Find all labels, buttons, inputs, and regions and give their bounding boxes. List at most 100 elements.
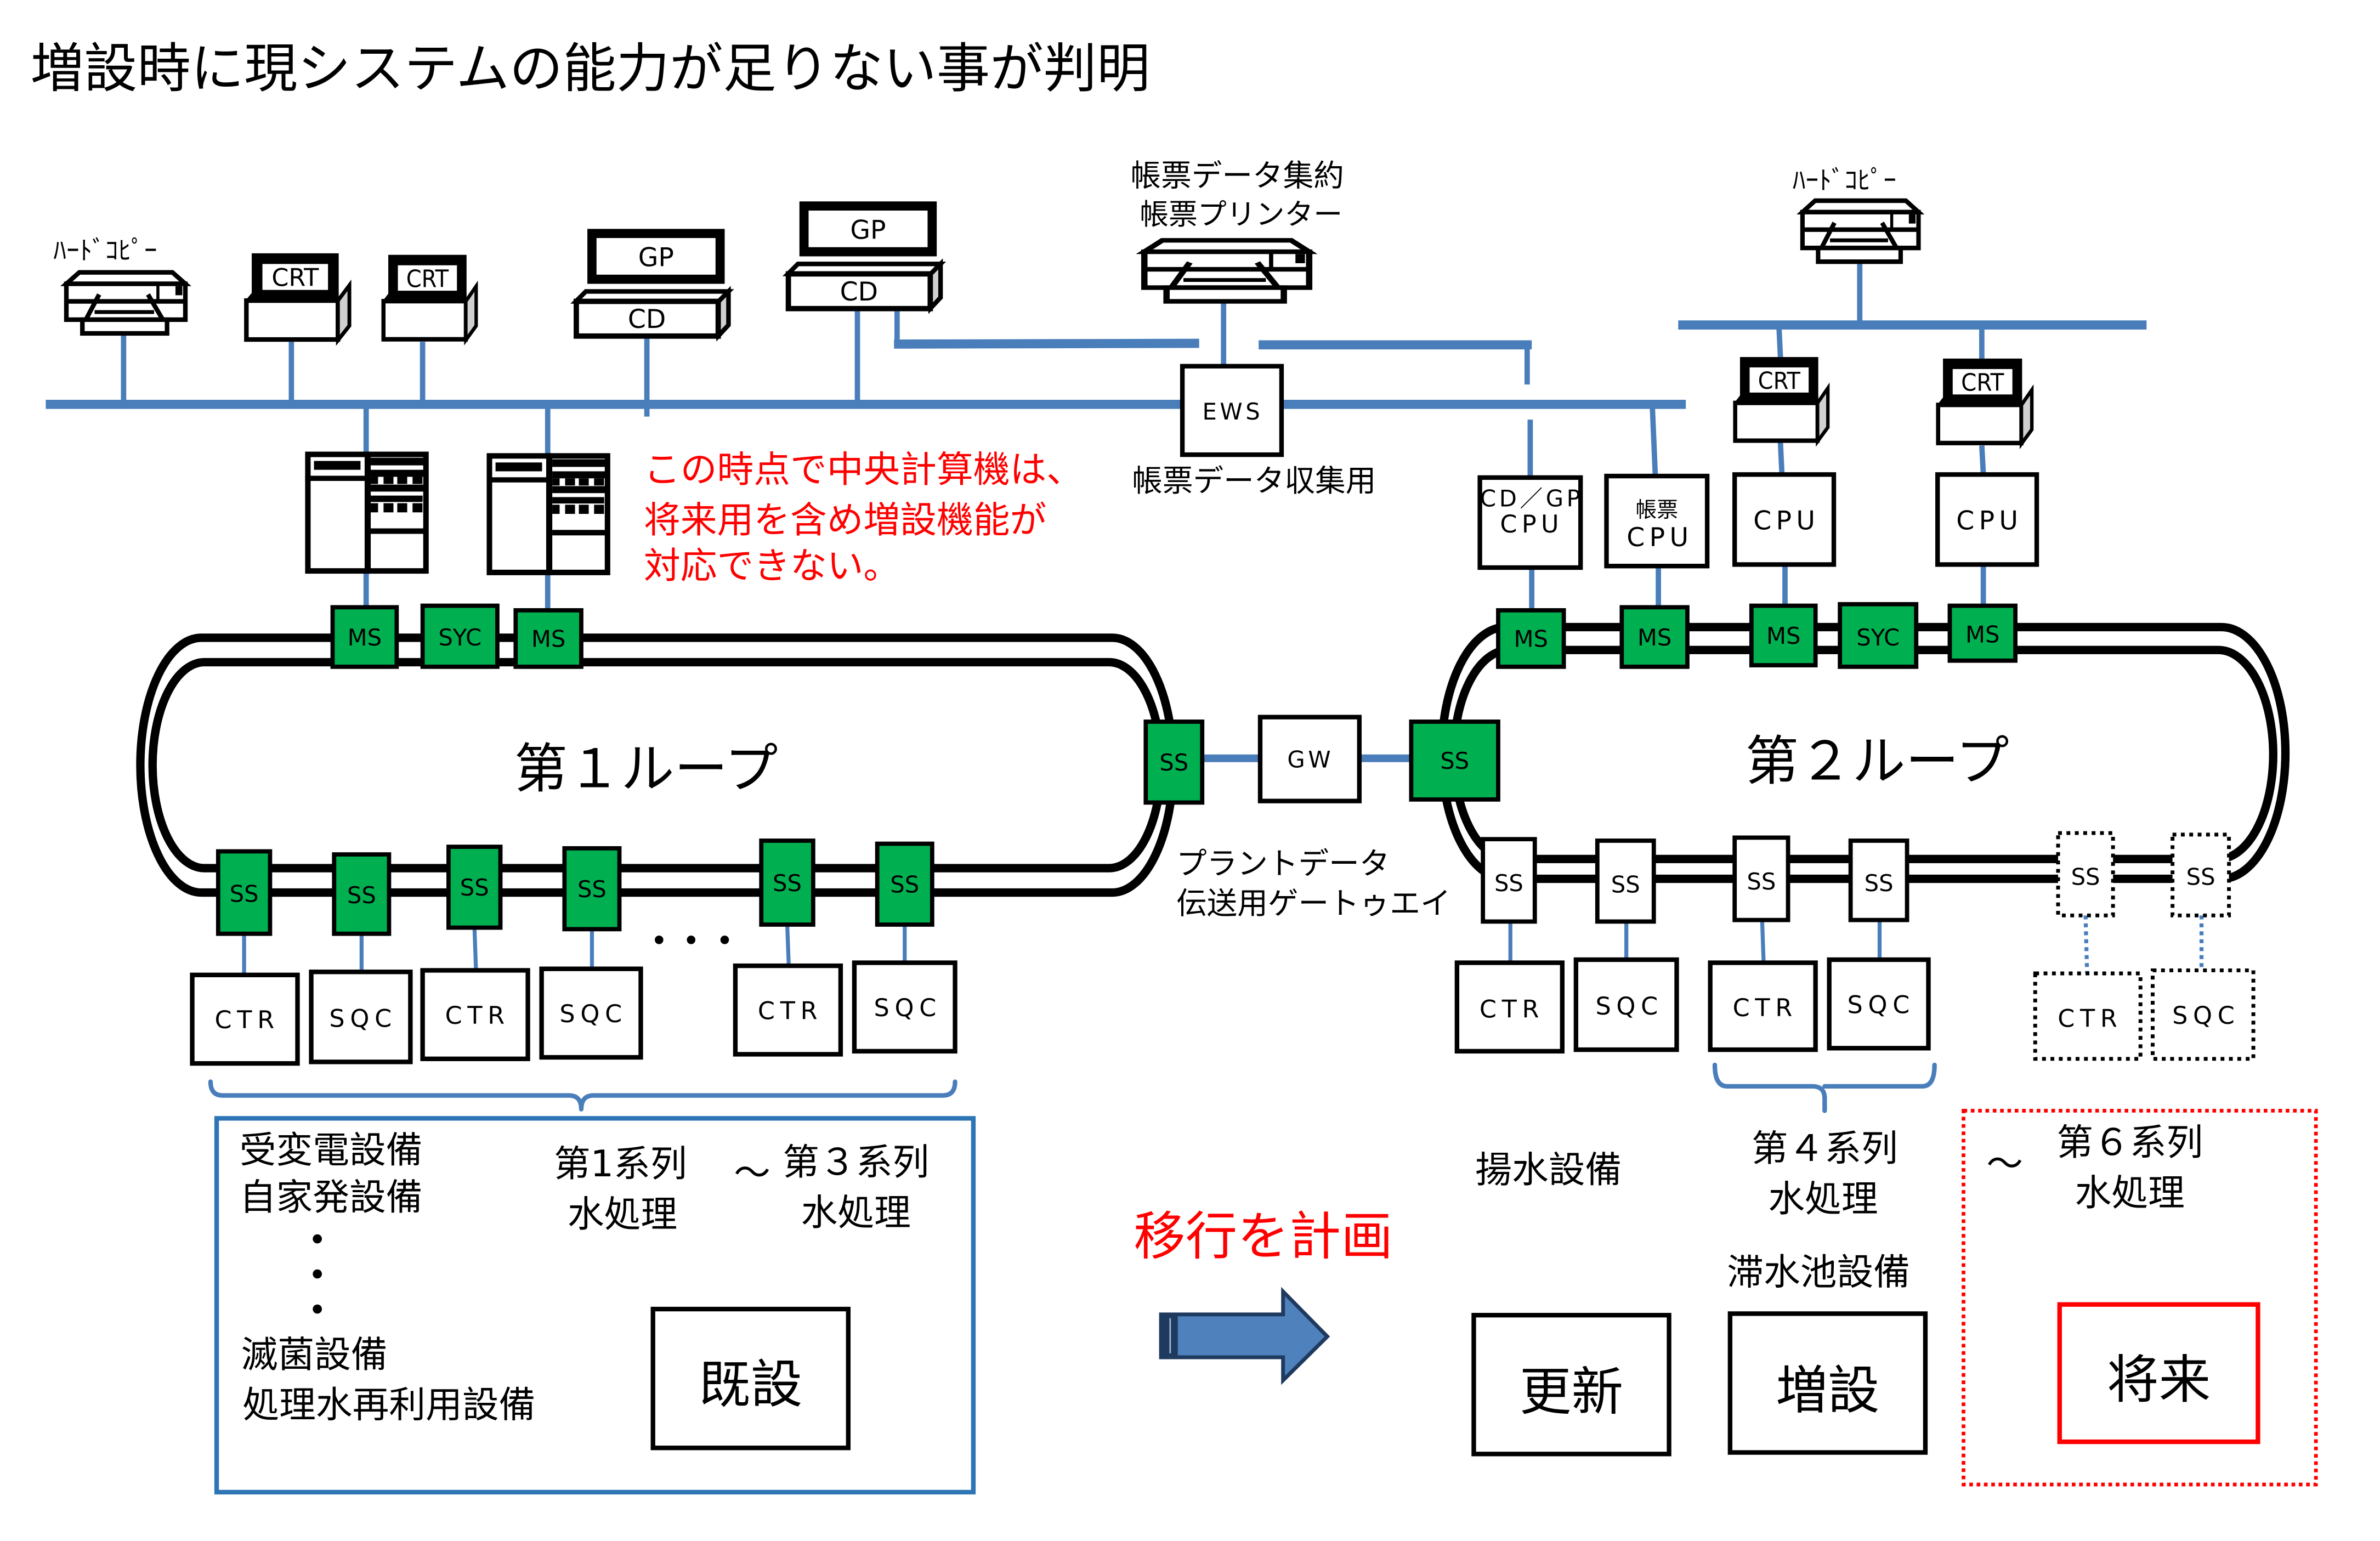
report-printer-icon [1136, 238, 1318, 304]
station-label: SS [1494, 870, 1523, 897]
station-label: MS [1637, 624, 1671, 651]
station-label: SS [1747, 868, 1776, 895]
monitor-label: GP [850, 215, 886, 245]
cpu-node: CPU [1732, 472, 1837, 567]
station-label: MS [348, 624, 382, 651]
crt-terminal-icon: CRT [1733, 357, 1830, 447]
crt-link [1776, 325, 1783, 358]
station-label: SS [460, 874, 489, 901]
crt-label: CRT [1961, 369, 2004, 396]
series-from-line2: 水処理 [568, 1193, 677, 1236]
device-label: SQC [874, 994, 942, 1022]
facility-item: 受変電設備 [240, 1129, 423, 1171]
loop-1-ss-station: SS [216, 849, 273, 936]
central-computer-icon [486, 453, 610, 575]
series-to-line2: 水処理 [801, 1191, 911, 1234]
device-label: CTR [2058, 1005, 2122, 1033]
loop-2-ss-station: SS [1595, 839, 1656, 924]
hard-copy-printer-icon [1797, 198, 1925, 264]
report-caption-line2: 帳票プリンター [1140, 198, 1342, 231]
series-from-line1: 第1系列 [554, 1142, 687, 1185]
existing-facilities-frame [214, 1116, 976, 1495]
loop-1-device: CTR [190, 972, 300, 1066]
cpu-label: CPU [1956, 506, 2022, 536]
ellipsis-icon [655, 936, 729, 944]
loop-2-gateway-station: SS [1409, 719, 1500, 802]
station-label: SS [347, 882, 376, 909]
future-series-line2: 水処理 [2075, 1171, 2185, 1214]
facility-item: 処理水再利用設備 [242, 1384, 535, 1426]
loop-2-device: SQC [1827, 957, 1931, 1051]
expansion-facility: 滞水池設備 [1727, 1251, 1910, 1294]
central-computer-icon [305, 451, 429, 574]
crt-label: CRT [406, 265, 449, 293]
loop-2-ss-station: SS [1848, 839, 1909, 922]
device-label: CTR [758, 997, 823, 1025]
ss-device-link [472, 927, 478, 971]
loop-1-device: CTR [420, 968, 530, 1061]
graphic-panel-workstation-icon: GP CD [782, 201, 947, 314]
future-dotted-frame [1962, 1109, 2318, 1487]
right-arrow-icon [1159, 1287, 1330, 1385]
loop-1-ms-station: MS [513, 608, 583, 669]
station-label: SS [577, 876, 607, 903]
loop-1-device: CTR [733, 963, 843, 1057]
loop-1-syc-station: SYC [420, 603, 500, 669]
loop-2-ss-station: SS [1481, 837, 1537, 924]
crt-cpu-link [1777, 442, 1785, 475]
station-label: SS [1865, 870, 1894, 897]
device-label: SQC [329, 1005, 397, 1033]
expansion-series-line1: 第４系列 [1752, 1127, 1898, 1170]
future-series-line1: 第６系列 [2056, 1121, 2203, 1164]
station-label: SS [1440, 747, 1469, 774]
loop-1-gateway-station: SS [1143, 719, 1205, 805]
central-computer-note: この時点で中央計算機は、 将来用を含め増設機能が 対応できない。 [644, 448, 1083, 587]
crt-terminal-icon: CRT [244, 253, 352, 346]
loop-1-ss-station: SS [332, 852, 392, 936]
console-label: CD [840, 277, 878, 307]
loop-2-ms-station: MS [1947, 603, 2018, 663]
cpu-bottom-label: CPU [1500, 511, 1563, 539]
loop-2-expansion-brace [1712, 1062, 1937, 1113]
loop-1: 第１ループ MS SYC MS SS SS SS SS SS SS [136, 603, 1178, 1112]
loop-2-ms-station: MS [1496, 608, 1566, 669]
loop-2-ms-station: MS [1749, 603, 1818, 667]
station-label: SS [230, 880, 259, 907]
loop-2-syc-station: SYC [1838, 602, 1919, 669]
device-label: CTR [1733, 994, 1798, 1022]
loop-2-device: CTR [1454, 960, 1565, 1054]
crt-terminal-icon: CRT [381, 254, 478, 345]
expansion-series-line2: 水処理 [1768, 1177, 1878, 1220]
loop-2-future-device: CTR [2033, 971, 2143, 1061]
station-label: MS [1965, 621, 1999, 648]
report-caption-line1: 帳票データ集約 [1131, 158, 1344, 194]
renewal-category: 更新 [1520, 1362, 1623, 1423]
loop-1-device: SQC [852, 960, 957, 1054]
station-label: MS [1766, 622, 1800, 649]
future-ss-device-link [2083, 915, 2089, 974]
note-line: 対応できない。 [644, 544, 900, 587]
ss-device-link [1760, 920, 1766, 963]
series-to-line1: 第３系列 [783, 1141, 929, 1183]
loop-1-ss-station: SS [562, 846, 622, 932]
station-label: SS [890, 871, 919, 898]
loop-1-ss-station: SS [875, 841, 934, 927]
loop-1-group-brace [208, 1079, 957, 1112]
station-label: SS [1159, 749, 1188, 776]
vertical-ellipsis-icon [313, 1234, 322, 1314]
loop-2-future-ss-station: SS [2171, 832, 2231, 917]
report-cpu-link [1650, 404, 1658, 477]
loop-2-ss-station: SS [1732, 835, 1790, 922]
hard-copy-printer-icon [60, 270, 192, 336]
note-line: この時点で中央計算機は、 [644, 448, 1083, 491]
expansion-category: 増設 [1776, 1361, 1879, 1421]
loop-1-ms-station: MS [330, 605, 399, 669]
cpu-top-label: CD／GP [1480, 485, 1583, 512]
console-label: CD [628, 304, 666, 335]
cpu-top-label: 帳票 [1635, 498, 1678, 523]
expansion-group: 第４系列 水処理 滞水池設備 増設 [1727, 1127, 1928, 1455]
upper-network-2-wiring [1529, 262, 2147, 610]
loop-1-ss-station: SS [759, 839, 815, 927]
cpu-bottom-label: CPU [1627, 523, 1693, 553]
